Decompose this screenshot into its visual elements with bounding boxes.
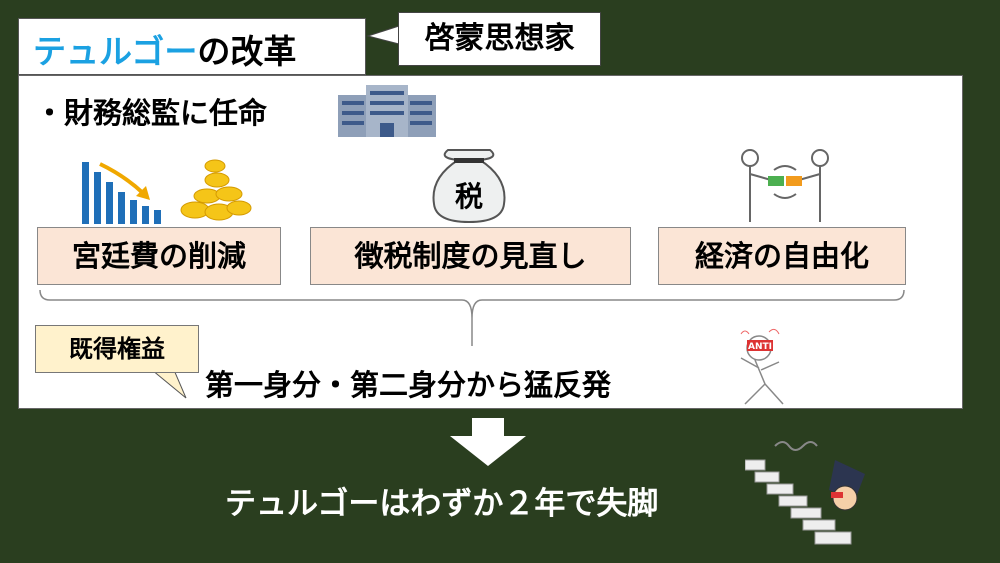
grouping-brace (39, 289, 905, 346)
appointment-text: ・財務総監に任命 (35, 96, 268, 130)
tax-bag-icon: 税 (432, 149, 506, 224)
vested-callout-tail (151, 370, 187, 399)
enlightenment-callout: 啓蒙思想家 (398, 12, 601, 66)
title-rest: の改革 (197, 32, 297, 71)
backlash-text: 第一身分・第二身分から猛反発 (205, 368, 612, 402)
policy-box-tax-reform: 徴税制度の見直し (310, 227, 631, 285)
down-arrow-icon (450, 418, 526, 466)
anti-protester-icon: ANTI (740, 328, 784, 405)
building-icon (338, 85, 436, 137)
title-accent: テュルゴー (33, 32, 198, 71)
tax-bag-label: 税 (455, 180, 483, 213)
result-text: テュルゴーはわずか２年で失脚 (225, 486, 659, 522)
slide-title: テュルゴーの改革 (18, 18, 366, 75)
trade-handshake-icon (741, 149, 829, 222)
falling-down-stairs-icon (745, 441, 865, 545)
coins-icon (180, 159, 252, 221)
policy-box-economic-liberalization: 経済の自由化 (658, 227, 906, 285)
declining-chart-icon (82, 162, 161, 224)
anti-label: ANTI (748, 342, 772, 352)
policy-box-court-expenses: 宮廷費の削減 (37, 227, 281, 285)
callout-pointer (366, 25, 400, 45)
vested-interests-callout: 既得権益 (35, 325, 199, 373)
